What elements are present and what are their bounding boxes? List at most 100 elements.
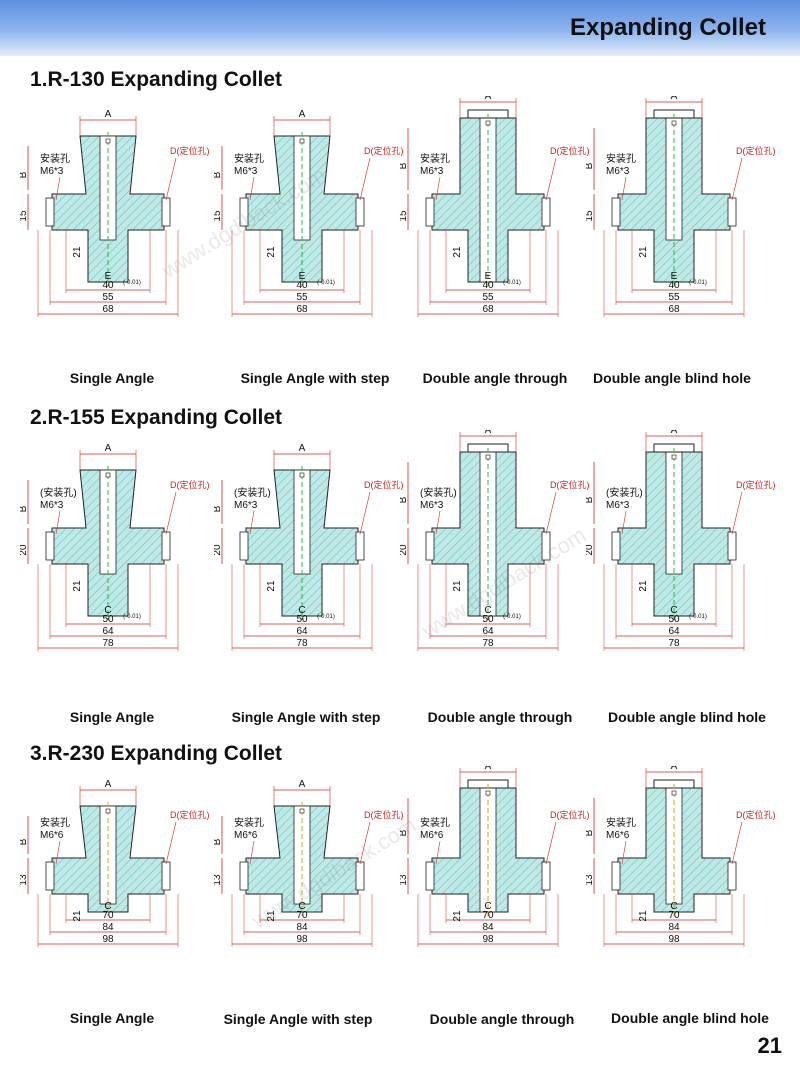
height-label: 15 xyxy=(586,210,595,222)
diameter-label: 64 xyxy=(482,626,494,637)
dim-label-a: A xyxy=(105,109,112,120)
diameter-label: 40 xyxy=(668,280,680,291)
flange-clamp-left xyxy=(425,531,435,561)
dim-label-a: A xyxy=(105,779,112,790)
thread-label: M6*6 xyxy=(606,830,630,841)
dim-label-b: B xyxy=(214,838,223,845)
flange-clamp-left xyxy=(611,531,621,561)
leader-line xyxy=(545,157,557,201)
leader-line xyxy=(55,840,61,865)
marker-icon xyxy=(105,808,111,814)
dim-label-b: B xyxy=(214,505,223,512)
caption-r230-single-angle-step: Single Angle with step xyxy=(223,1011,373,1027)
collet-drawing: A40(-0.01)5568E15B21安装孔M6*3D(定位孔) xyxy=(400,96,590,366)
diameter-label: 40 xyxy=(296,280,308,291)
diameter-label: 55 xyxy=(482,292,494,303)
mount-hole-label: (安装孔) xyxy=(420,486,457,499)
leader-line xyxy=(359,821,371,865)
mount-hole-label: 安装孔 xyxy=(40,152,70,165)
diameter-label: 55 xyxy=(296,292,308,303)
dim-label-b: B xyxy=(400,162,409,169)
leader-line xyxy=(249,510,255,535)
flange-clamp-left xyxy=(45,861,55,891)
collet-cross-section: A50(-0.01)6478C20B21(安装孔)M6*3D(定位孔) xyxy=(20,443,210,651)
flange-clamp-right xyxy=(355,861,365,891)
section-title-r230: 3.R-230 Expanding Collet xyxy=(30,742,283,765)
collet-drawing: A708498C13B21安装孔M6*6D(定位孔) xyxy=(214,766,404,1011)
diameter-label: 55 xyxy=(102,292,114,303)
flange-clamp-left xyxy=(611,861,621,891)
diameter-label: 78 xyxy=(296,638,308,649)
collet-drawing: A708498C13B21安装孔M6*6D(定位孔) xyxy=(20,766,210,1011)
flange-clamp-right xyxy=(727,861,737,891)
collet-cross-section: A708498C13B21安装孔M6*6D(定位孔) xyxy=(586,766,776,947)
collet-cross-section: A50(-0.01)6478C20B21(安装孔)M6*3D(定位孔) xyxy=(214,443,404,651)
collet-cross-section: A50(-0.01)6478C20B21(安装孔)M6*3D(定位孔) xyxy=(400,430,590,651)
diameter-label: 84 xyxy=(102,922,114,933)
diameter-label: 68 xyxy=(668,304,680,315)
dim-label-a: A xyxy=(671,430,678,436)
header-title: Expanding Collet xyxy=(569,14,766,41)
height-label: 13 xyxy=(400,874,409,886)
collet-drawing: A40(-0.01)5568E15B21安装孔M6*3D(定位孔) xyxy=(214,96,404,366)
thread-label: M6*3 xyxy=(40,500,64,511)
dim-label-b: B xyxy=(20,171,29,178)
leader-line xyxy=(435,176,441,201)
height-label: 21 xyxy=(638,246,649,258)
dim-label-a: A xyxy=(671,96,678,102)
mount-hole-label: (安装孔) xyxy=(40,486,77,499)
dim-label-a: A xyxy=(485,766,492,772)
locating-hole-label: D(定位孔) xyxy=(736,809,776,820)
mount-hole-label: (安装孔) xyxy=(234,486,271,499)
locating-hole-label: D(定位孔) xyxy=(550,145,590,156)
caption-r130-double-blind: Double angle blind hole xyxy=(593,370,751,386)
collet-cross-section: A708498C13B21安装孔M6*6D(定位孔) xyxy=(214,779,404,947)
flange-clamp-left xyxy=(425,861,435,891)
locating-hole-label: D(定位孔) xyxy=(364,145,404,156)
mount-hole-label: (安装孔) xyxy=(606,486,643,499)
mount-hole-label: 安装孔 xyxy=(606,152,636,165)
dim-label-a: A xyxy=(299,443,306,454)
collet-drawing: A50(-0.01)6478C20B21(安装孔)M6*3D(定位孔) xyxy=(400,430,590,705)
leader-line xyxy=(545,491,557,535)
dim-label-stem: C xyxy=(298,605,305,616)
flange-clamp-left xyxy=(239,861,249,891)
diameter-label: 70 xyxy=(296,910,308,921)
mount-hole-label: 安装孔 xyxy=(40,816,70,829)
height-label: 21 xyxy=(266,246,277,258)
locating-hole-label: D(定位孔) xyxy=(170,809,210,820)
thread-label: M6*6 xyxy=(420,830,444,841)
mount-hole-label: 安装孔 xyxy=(606,816,636,829)
diameter-label: 70 xyxy=(102,910,114,921)
height-label: 13 xyxy=(20,874,29,886)
height-label: 21 xyxy=(266,580,277,592)
dim-label-stem: C xyxy=(670,901,677,912)
diameter-label: 68 xyxy=(482,304,494,315)
dim-label-a: A xyxy=(485,96,492,102)
flange-clamp-right xyxy=(541,531,551,561)
mount-hole-label: 安装孔 xyxy=(234,816,264,829)
leader-line xyxy=(55,510,61,535)
dim-label-stem: C xyxy=(484,605,491,616)
height-label: 21 xyxy=(638,910,649,922)
collet-cross-section: A708498C13B21安装孔M6*6D(定位孔) xyxy=(20,779,210,947)
marker-icon xyxy=(105,472,111,478)
dim-label-b: B xyxy=(586,162,595,169)
flange-clamp-right xyxy=(541,861,551,891)
leader-line xyxy=(731,491,743,535)
collet-cross-section: A40(-0.01)5568E15B21安装孔M6*3D(定位孔) xyxy=(214,109,404,317)
leader-line xyxy=(621,510,627,535)
locating-hole-label: D(定位孔) xyxy=(736,145,776,156)
collet-drawing: A708498C13B21安装孔M6*6D(定位孔) xyxy=(586,766,776,1011)
collet-drawing: A40(-0.01)5568E15B21安装孔M6*3D(定位孔) xyxy=(20,96,210,366)
dim-label-b: B xyxy=(214,171,223,178)
collet-cross-section: A40(-0.01)5568E15B21安装孔M6*3D(定位孔) xyxy=(400,96,590,317)
flange-clamp-left xyxy=(45,197,55,227)
marker-icon xyxy=(671,120,677,126)
tolerance-label: (-0.01) xyxy=(123,280,141,286)
thread-label: M6*3 xyxy=(420,500,444,511)
collet-cross-section: A50(-0.01)6478C20B21(安装孔)M6*3D(定位孔) xyxy=(586,430,776,651)
mount-hole-label: 安装孔 xyxy=(420,816,450,829)
page-header: Expanding Collet xyxy=(0,0,800,56)
diameter-label: 50 xyxy=(668,614,680,625)
